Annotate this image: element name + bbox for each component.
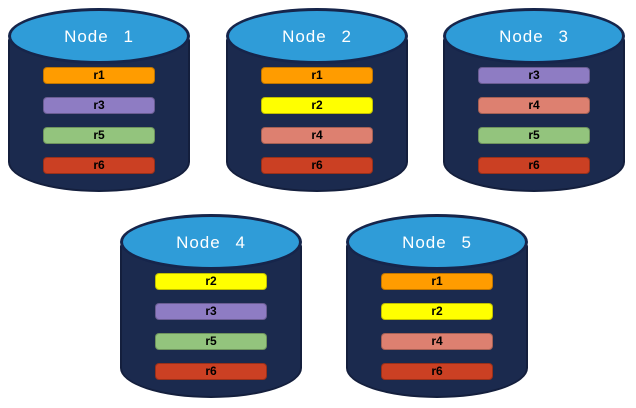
database-cylinder-top: Node 1 [8,8,190,64]
database-cylinder-top: Node 2 [226,8,408,64]
replica-bar: r6 [478,157,590,174]
replica-bar: r4 [478,97,590,114]
node-title: Node 2 [282,27,352,46]
node-cylinder-4: Node 4 r2 r3 r5 r6 [120,214,302,398]
replica-bar: r3 [155,303,267,320]
replica-list: r2 r3 r5 r6 [120,273,302,393]
replica-bar: r6 [381,363,493,380]
replica-bar: r5 [43,127,155,144]
replica-bar: r6 [155,363,267,380]
node-title: Node 4 [176,233,246,252]
replica-label: r2 [205,274,217,288]
replica-label: r6 [431,364,443,378]
replica-label: r4 [431,334,443,348]
replica-label: r5 [205,334,217,348]
replica-list: r3 r4 r5 r6 [443,67,625,187]
replica-bar: r1 [43,67,155,84]
replica-label: r1 [93,68,105,82]
replica-bar: r3 [43,97,155,114]
replica-bar: r4 [261,127,373,144]
replica-label: r2 [311,98,323,112]
database-cylinder-top: Node 5 [346,214,528,270]
replica-label: r5 [93,128,105,142]
replica-label: r2 [431,304,443,318]
node-title: Node 3 [499,27,569,46]
node-title: Node 5 [402,233,472,252]
replica-label: r6 [93,158,105,172]
replica-bar: r1 [381,273,493,290]
replica-label: r3 [93,98,105,112]
replica-bar: r5 [155,333,267,350]
database-cylinder-top: Node 3 [443,8,625,64]
replica-label: r3 [205,304,217,318]
replica-bar: r4 [381,333,493,350]
replica-bar: r5 [478,127,590,144]
node-cylinder-2: Node 2 r1 r2 r4 r6 [226,8,408,192]
node-cylinder-3: Node 3 r3 r4 r5 r6 [443,8,625,192]
replica-list: r1 r3 r5 r6 [8,67,190,187]
replica-bar: r1 [261,67,373,84]
replica-bar: r6 [261,157,373,174]
replica-label: r1 [311,68,323,82]
replica-label: r3 [528,68,540,82]
replica-bar: r6 [43,157,155,174]
database-cylinder-top: Node 4 [120,214,302,270]
replica-label: r4 [311,128,323,142]
node-cylinder-1: Node 1 r1 r3 r5 r6 [8,8,190,192]
replica-bar: r2 [381,303,493,320]
replica-label: r5 [528,128,540,142]
replica-list: r1 r2 r4 r6 [226,67,408,187]
replica-label: r1 [431,274,443,288]
replica-bar: r2 [261,97,373,114]
replica-label: r4 [528,98,540,112]
node-cylinder-5: Node 5 r1 r2 r4 r6 [346,214,528,398]
replica-bar: r3 [478,67,590,84]
replica-bar: r2 [155,273,267,290]
replica-label: r6 [205,364,217,378]
replica-label: r6 [528,158,540,172]
replica-label: r6 [311,158,323,172]
node-title: Node 1 [64,27,134,46]
replica-list: r1 r2 r4 r6 [346,273,528,393]
